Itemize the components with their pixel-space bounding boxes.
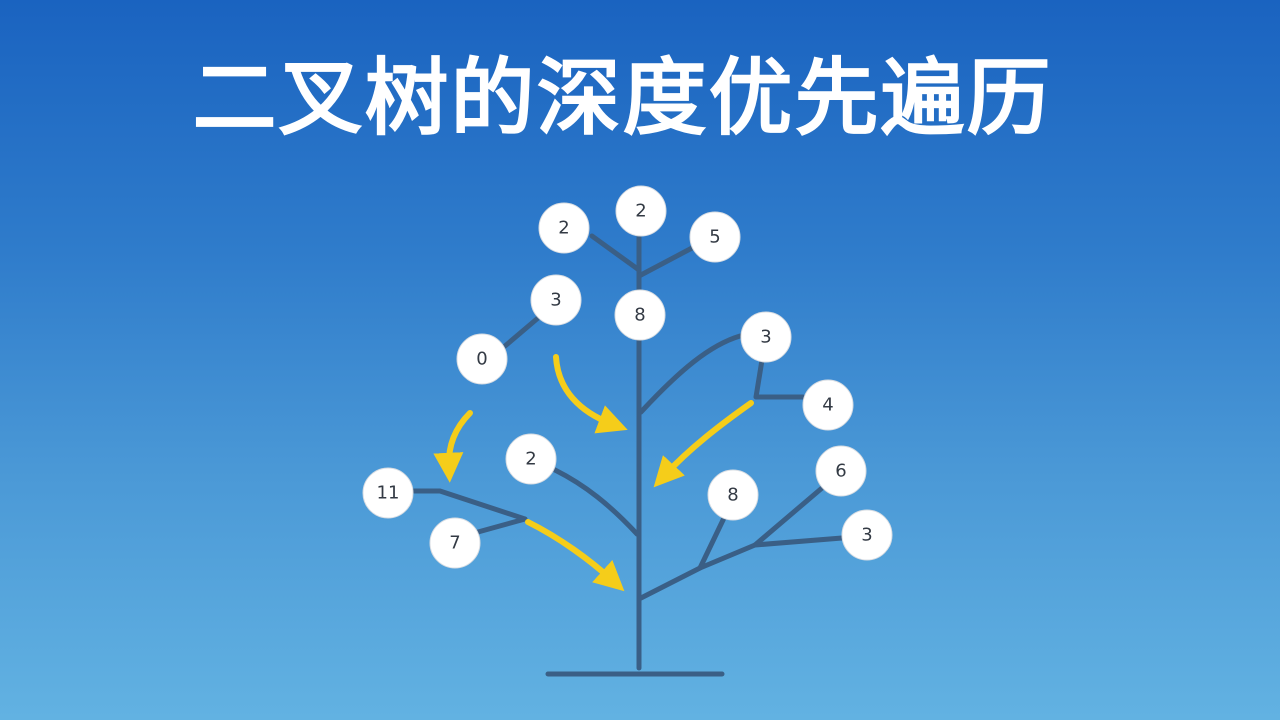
tree-node: 3 (530, 274, 582, 326)
arrow-right-down-left (653, 400, 754, 488)
node-label: 2 (635, 201, 646, 222)
tree-node: 2 (615, 185, 667, 237)
tree-node: 6 (815, 445, 867, 497)
node-label: 3 (760, 327, 771, 348)
arrow-center-down (553, 354, 628, 434)
branch-right-mid (753, 357, 806, 400)
node-label: 4 (822, 395, 833, 416)
branch-lower-left (411, 488, 528, 522)
tree-node: 3 (841, 509, 893, 561)
tree-node: 2 (538, 202, 590, 254)
node-label: 8 (634, 305, 645, 326)
branch-lower-right-a (697, 515, 727, 571)
node-label: 5 (709, 227, 720, 248)
tree-node: 8 (707, 469, 759, 521)
node-label: 6 (835, 461, 846, 482)
tree-node: 3 (740, 311, 792, 363)
node-label: 3 (861, 525, 872, 546)
branch-lower-right (638, 485, 825, 601)
branch-top-left (589, 233, 642, 273)
arrow-left-down (433, 410, 473, 483)
node-label: 0 (476, 349, 487, 370)
tree-node: 5 (689, 211, 741, 263)
node-label: 11 (377, 483, 400, 504)
branch-mid-left (552, 467, 640, 537)
branch-right-upper (638, 333, 743, 415)
branch-lower-left-b (475, 516, 528, 535)
tree-node: 2 (505, 433, 557, 485)
tree-node: 8 (614, 289, 666, 341)
tree-node: 0 (456, 333, 508, 385)
node-label: 2 (558, 218, 569, 239)
branch-far-left (502, 315, 541, 349)
node-label: 3 (550, 290, 561, 311)
branch-top-right (636, 245, 695, 279)
page-title: 二叉树的深度优先遍历 (192, 49, 1053, 147)
branch-lower-right-c (752, 535, 845, 548)
node-label: 2 (525, 449, 536, 470)
arrow-lower-down-right (525, 519, 625, 592)
node-label: 7 (449, 533, 460, 554)
tree-node: 7 (429, 517, 481, 569)
node-label: 8 (727, 485, 738, 506)
tree-node: 4 (802, 379, 854, 431)
tree-node: 11 (362, 467, 414, 519)
